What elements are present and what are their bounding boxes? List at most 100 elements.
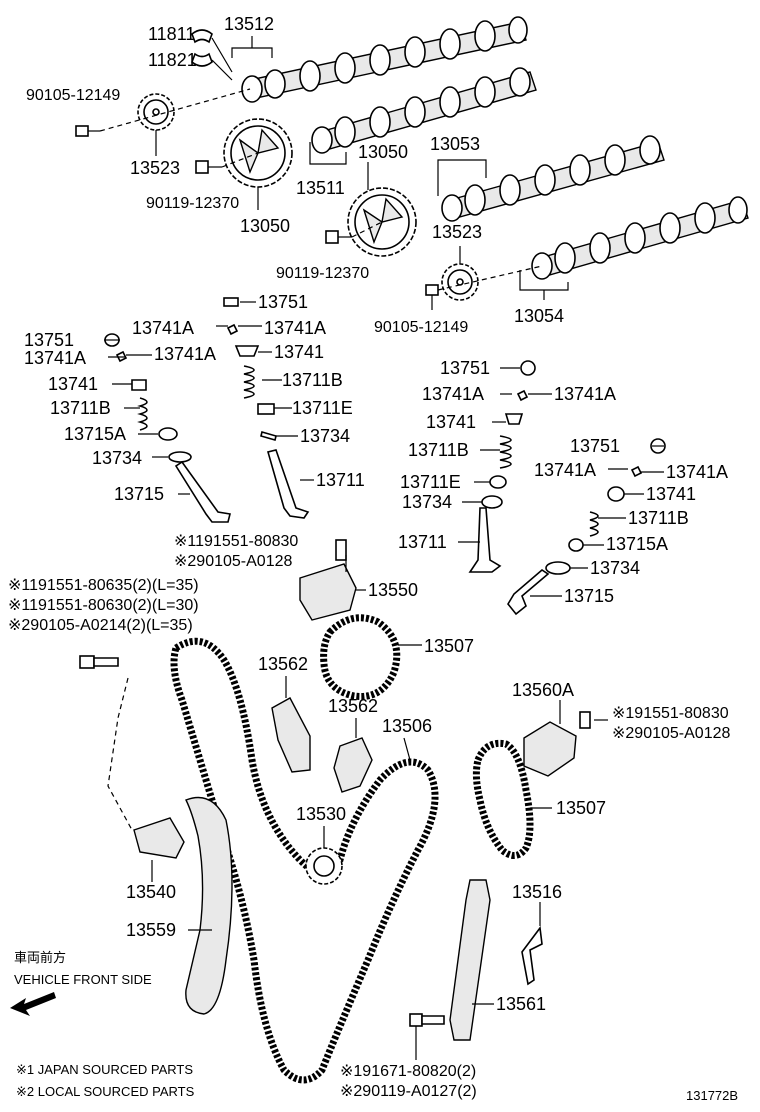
label-13507-a: 13507: [424, 636, 474, 656]
label-13734-a: 13734: [300, 426, 350, 446]
label-13741A-c: 13741A: [24, 348, 86, 368]
label-bolt-91551-80830-b: ※191551-80830: [612, 705, 729, 722]
label-11811: 11811: [148, 24, 195, 44]
label-13741-a: 13741: [274, 342, 324, 362]
vvt-gear-13050-b[interactable]: [347, 187, 417, 257]
note-local-sourced: ※2 LOCAL SOURCED PARTS: [16, 1084, 195, 1099]
chain-guide-13561[interactable]: [449, 879, 491, 1041]
label-13711B-d: 13711B: [628, 508, 689, 528]
valve-group-center-right[interactable]: [468, 360, 536, 573]
bolt-90119-12370-b[interactable]: [325, 230, 352, 244]
label-13711-a: 13711: [316, 470, 365, 490]
label-13741-c: 13741: [426, 412, 476, 432]
label-13711B-b: 13711B: [50, 398, 111, 418]
label-13711E-a: 13711E: [292, 398, 353, 418]
label-bolt-90105-A0214: ※290105-A0214(2)(L=35): [8, 617, 193, 634]
valve-group-right[interactable]: [507, 438, 666, 616]
label-13715A-b: 13715A: [606, 534, 668, 554]
label-13050-a: 13050: [240, 216, 290, 236]
valve-group-left[interactable]: [104, 333, 231, 523]
bolt-90119-A0127[interactable]: [409, 1013, 445, 1027]
label-13751-a: 13751: [258, 292, 308, 312]
sprocket-13523-a[interactable]: [137, 93, 175, 131]
label-90119-12370-a: 90119-12370: [146, 195, 239, 212]
label-13523-b: 13523: [432, 222, 482, 242]
label-13550: 13550: [368, 580, 418, 600]
label-13734-d: 13734: [590, 558, 640, 578]
chain-13507-b[interactable]: [472, 739, 534, 859]
label-13507-b: 13507: [556, 798, 606, 818]
crank-sprocket-13530[interactable]: [305, 847, 343, 885]
label-90105-12149-a: 90105-12149: [26, 87, 120, 104]
label-bolt-90105-A0128-a: ※290105-A0128: [174, 553, 292, 570]
label-13711B-a: 13711B: [282, 370, 343, 390]
chain-slipper-13559[interactable]: [185, 796, 233, 1015]
label-bolt-90105-A0128-b: ※290105-A0128: [612, 725, 730, 742]
label-13711B-c: 13711B: [408, 440, 469, 460]
label-13562-a: 13562: [258, 654, 308, 674]
oil-jet-13516[interactable]: [521, 925, 543, 986]
label-90105-12149-b: 90105-12149: [374, 319, 468, 336]
label-13561: 13561: [496, 994, 546, 1014]
camshaft-13511[interactable]: [311, 67, 537, 154]
label-13741-d: 13741: [646, 484, 696, 504]
chain-guide-13562-b[interactable]: [333, 737, 373, 793]
camshaft-13053[interactable]: [441, 135, 665, 222]
label-13562-b: 13562: [328, 696, 378, 716]
vehicle-front-arrow-icon: [10, 992, 56, 1016]
label-90119-12370-b: 90119-12370: [276, 265, 369, 282]
label-13751-d: 13751: [570, 436, 620, 456]
label-bolt-91671-80820: ※191671-80820(2): [340, 1063, 476, 1080]
label-13711-b: 13711: [398, 532, 447, 552]
bolt-90105-12149-a[interactable]: [75, 125, 100, 137]
label-13741A-f: 13741A: [554, 384, 616, 404]
label-13516: 13516: [512, 882, 562, 902]
timing-chain-13506[interactable]: [170, 637, 439, 1084]
bearing-11811[interactable]: [191, 29, 213, 44]
label-13523-a: 13523: [130, 158, 180, 178]
label-13741A-h: 13741A: [666, 462, 728, 482]
valve-group-center-left[interactable]: [223, 297, 310, 519]
label-13540: 13540: [126, 882, 176, 902]
label-13054: 13054: [514, 306, 564, 326]
label-13751-b: 13751: [24, 330, 74, 350]
label-13506: 13506: [382, 716, 432, 736]
label-13741-b: 13741: [48, 374, 98, 394]
chain-guide-13562-a[interactable]: [271, 697, 311, 773]
label-13560A: 13560A: [512, 680, 574, 700]
tensioner-13550[interactable]: [299, 539, 357, 621]
label-13559: 13559: [126, 920, 176, 940]
vehicle-front-jp: 車両前方: [14, 950, 66, 965]
label-13741A-b: 13741A: [264, 318, 326, 338]
camshaft-13054[interactable]: [531, 196, 749, 280]
chain-13507-a[interactable]: [320, 614, 401, 700]
label-13741A-g: 13741A: [534, 460, 596, 480]
diagram-id: 131772B: [686, 1088, 738, 1103]
label-13741A-e: 13741A: [422, 384, 484, 404]
tensioner-lever-13540[interactable]: [133, 817, 185, 859]
vehicle-front-en: VEHICLE FRONT SIDE: [14, 972, 152, 987]
sprocket-13523-b[interactable]: [441, 263, 479, 301]
bolt-90105-A0214[interactable]: [79, 655, 119, 669]
camshaft-13512[interactable]: [241, 16, 528, 103]
label-13715-b: 13715: [564, 586, 614, 606]
label-bolt-90119-A0127: ※290119-A0127(2): [340, 1083, 477, 1100]
label-13530: 13530: [296, 804, 346, 824]
label-13751-c: 13751: [440, 358, 490, 378]
bolt-90119-12370-a[interactable]: [195, 160, 222, 174]
tensioner-13560A[interactable]: [523, 711, 591, 777]
label-13050-b: 13050: [358, 142, 408, 162]
label-13053: 13053: [430, 134, 480, 154]
label-13734-b: 13734: [92, 448, 142, 468]
label-13741A-a: 13741A: [132, 318, 194, 338]
label-13511: 13511: [296, 178, 345, 198]
label-13715-a: 13715: [114, 484, 164, 504]
label-bolt-91551-80630: ※1191551-80630(2)(L=30): [8, 597, 199, 614]
label-13512: 13512: [224, 14, 274, 34]
label-bolt-91551-80830-a: ※1191551-80830: [174, 533, 298, 550]
bolt-90105-12149-b[interactable]: [425, 284, 439, 296]
label-13715A-a: 13715A: [64, 424, 126, 444]
label-13711E-b: 13711E: [400, 472, 461, 492]
bearing-11821[interactable]: [191, 52, 213, 67]
